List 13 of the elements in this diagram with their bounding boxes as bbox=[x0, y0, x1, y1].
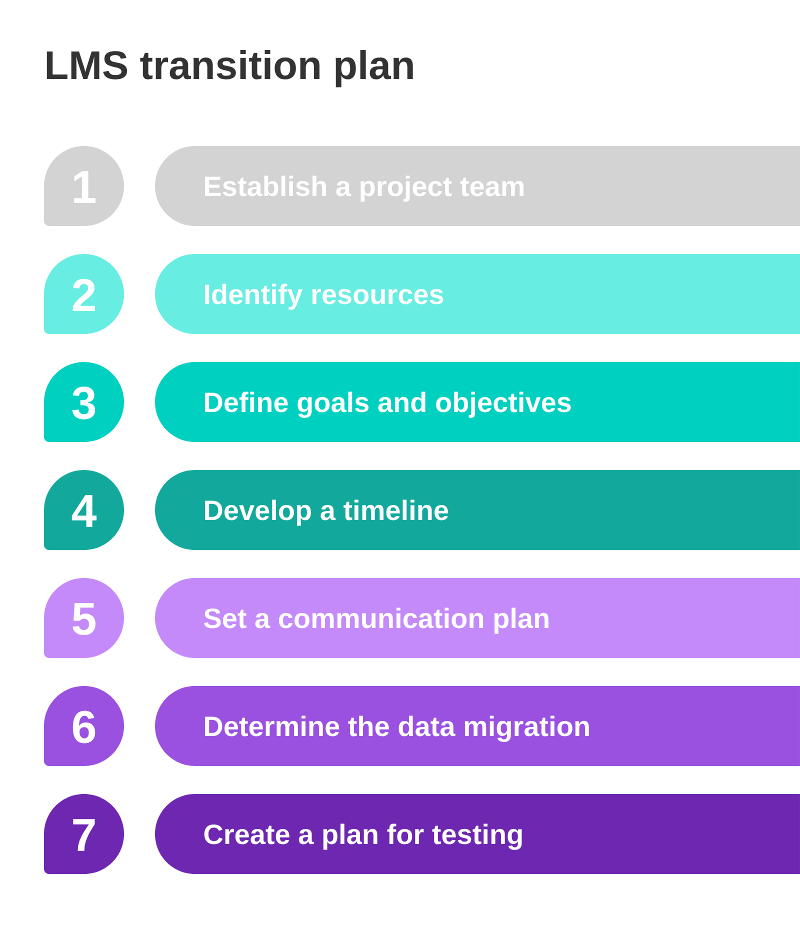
number-badge: 3 bbox=[44, 362, 124, 442]
number-badge: 4 bbox=[44, 470, 124, 550]
title: LMS transition plan bbox=[46, 50, 413, 88]
step-bar: Set a communication plan bbox=[155, 578, 800, 658]
number-badge: 6 bbox=[44, 686, 124, 766]
step-bar: Identify resources bbox=[155, 254, 800, 334]
step-bar: Develop a timeline bbox=[155, 470, 800, 550]
number-badge: 2 bbox=[44, 254, 124, 334]
number-badge: 5 bbox=[44, 578, 124, 658]
step-bar: Determine the data migration bbox=[155, 686, 800, 766]
step-bar: Create a plan for testing bbox=[155, 794, 800, 874]
number-badge: 7 bbox=[44, 794, 124, 874]
step-bar: Define goals and objectives bbox=[155, 362, 800, 442]
